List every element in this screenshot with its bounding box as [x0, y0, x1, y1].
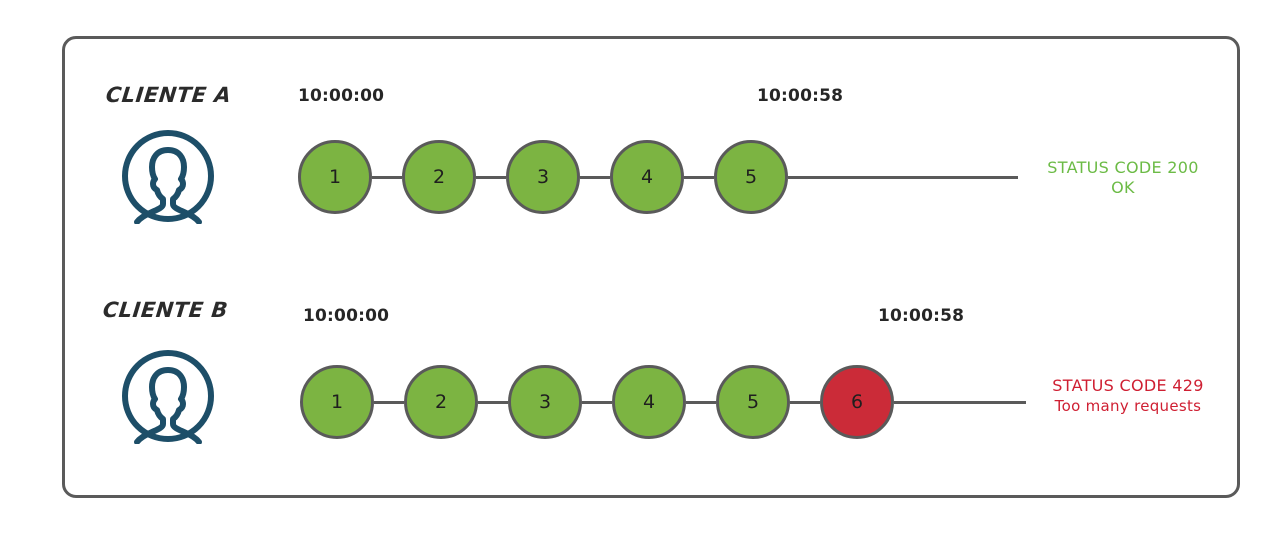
chain-tail-a: [788, 176, 1018, 179]
status-message-text: Too many requests: [1054, 397, 1202, 415]
request-node[interactable]: 3: [506, 140, 580, 214]
status-code-text: STATUS CODE 200: [1047, 158, 1199, 177]
chain-connector: [684, 176, 714, 179]
chain-connector: [374, 401, 404, 404]
request-node[interactable]: 4: [610, 140, 684, 214]
request-node[interactable]: 1: [300, 365, 374, 439]
request-node[interactable]: 3: [508, 365, 582, 439]
request-chain-b: 1 2 3 4 5 6: [300, 365, 1060, 445]
timestamp-start-b: 10:00:00: [303, 306, 390, 326]
request-chain-a: 1 2 3 4 5: [298, 140, 1058, 220]
chain-connector: [372, 176, 402, 179]
chain-connector: [478, 401, 508, 404]
request-node[interactable]: 1: [298, 140, 372, 214]
chain-connector: [580, 176, 610, 179]
client-label-b: CLIENTE B: [101, 298, 230, 322]
request-node[interactable]: 5: [716, 365, 790, 439]
timestamp-end-b: 10:00:58: [878, 306, 965, 326]
status-badge-b: STATUS CODE 429 Too many requests: [1028, 376, 1228, 416]
request-node[interactable]: 5: [714, 140, 788, 214]
chain-connector: [686, 401, 716, 404]
request-node[interactable]: 4: [612, 365, 686, 439]
timestamp-end-a: 10:00:58: [757, 86, 844, 106]
user-avatar-icon: [120, 348, 216, 445]
chain-connector: [582, 401, 612, 404]
status-message-text: OK: [1111, 178, 1135, 197]
chain-connector: [476, 176, 506, 179]
status-badge-a: STATUS CODE 200 OK: [1028, 158, 1218, 198]
user-avatar-icon: [120, 128, 216, 225]
chain-connector: [790, 401, 820, 404]
status-code-text: STATUS CODE 429: [1052, 376, 1204, 395]
diagram-frame: [62, 36, 1240, 498]
timestamp-start-a: 10:00:00: [298, 86, 385, 106]
request-node[interactable]: 2: [404, 365, 478, 439]
client-label-a: CLIENTE A: [104, 83, 233, 107]
chain-tail-b: [894, 401, 1026, 404]
request-node[interactable]: 2: [402, 140, 476, 214]
request-node-blocked[interactable]: 6: [820, 365, 894, 439]
